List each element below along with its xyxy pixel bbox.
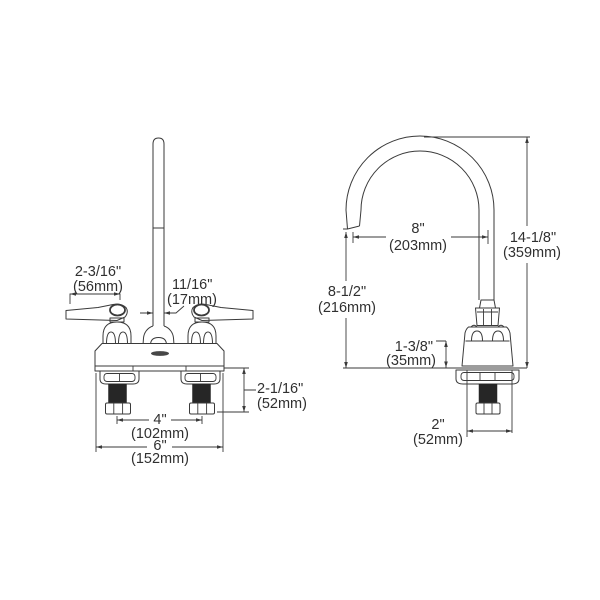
front-deck-plate-notches bbox=[132, 366, 187, 371]
side-nut bbox=[475, 402, 501, 415]
dim-overall-height-inches: 14-1/8" bbox=[510, 230, 556, 246]
dim-handle-spread: 4" (102mm) bbox=[116, 412, 203, 442]
dim-base-height: 1-3/8" (35mm) bbox=[386, 339, 448, 369]
dim-overall-height: 14-1/8" (359mm) bbox=[424, 136, 561, 368]
handle-left bbox=[65, 303, 132, 345]
side-gooseneck-inner bbox=[360, 150, 480, 211]
side-riser-pipe bbox=[478, 210, 495, 300]
brand-mark bbox=[151, 351, 169, 356]
dim-base-depth-inches: 2" bbox=[431, 417, 444, 433]
front-deck-plate bbox=[94, 365, 225, 372]
dim-spout-diameter: 11/16" (17mm) bbox=[140, 277, 217, 315]
handle-left-bonnet bbox=[102, 321, 132, 344]
dim-below-deck-height-inches: 2-1/16" bbox=[257, 381, 303, 397]
front-nut-right bbox=[189, 402, 215, 415]
dim-base-width-mm: (152mm) bbox=[131, 451, 189, 467]
side-shank bbox=[478, 383, 498, 404]
dim-handle-length: 2-3/16" (56mm) bbox=[69, 264, 123, 304]
side-body-bell bbox=[461, 324, 514, 367]
front-shank-left bbox=[108, 383, 127, 404]
front-shank-right bbox=[192, 383, 211, 404]
dim-base-depth-mm: (52mm) bbox=[413, 432, 463, 448]
side-coupling-nut bbox=[475, 299, 500, 326]
side-view bbox=[343, 135, 527, 415]
dim-base-height-inches: 1-3/8" bbox=[395, 339, 433, 355]
dim-spout-height: 8-1/2" (216mm) bbox=[318, 232, 376, 368]
front-view bbox=[65, 137, 254, 415]
dim-base-width: 6" (152mm) bbox=[95, 373, 224, 467]
dim-handle-length-mm: (56mm) bbox=[73, 279, 123, 295]
dim-overall-height-mm: (359mm) bbox=[503, 245, 561, 261]
handle-left-bonnet-arches bbox=[106, 331, 128, 345]
dim-spout-height-inches: 8-1/2" bbox=[328, 284, 366, 300]
dim-spout-reach-mm: (203mm) bbox=[389, 238, 447, 254]
dim-spout-reach: 8" (203mm) bbox=[352, 221, 489, 254]
dim-spout-height-mm: (216mm) bbox=[318, 300, 376, 316]
dim-base-height-mm: (35mm) bbox=[386, 353, 436, 369]
side-spout-tip bbox=[343, 209, 362, 230]
dim-handle-spread-mm: (102mm) bbox=[131, 426, 189, 442]
front-spout-pipe bbox=[152, 137, 165, 327]
handle-left-knob bbox=[109, 303, 126, 317]
dim-below-deck-height-mm: (52mm) bbox=[257, 396, 307, 412]
dim-spout-diameter-inches: 11/16" bbox=[172, 277, 212, 293]
front-nut-left bbox=[105, 402, 131, 415]
front-spout-base bbox=[142, 325, 175, 346]
dim-below-deck-height: 2-1/16" (52mm) bbox=[217, 367, 307, 413]
dim-spout-reach-inches: 8" bbox=[411, 221, 424, 237]
front-flange-right bbox=[180, 370, 221, 385]
side-gooseneck-outer bbox=[345, 135, 495, 211]
dim-base-depth: 2" (52mm) bbox=[413, 370, 513, 448]
dim-spout-diameter-mm: (17mm) bbox=[167, 292, 217, 308]
dim-base-width-inches: 6" bbox=[153, 438, 166, 454]
front-flange-left bbox=[99, 370, 140, 385]
dim-handle-length-inches: 2-3/16" bbox=[75, 264, 121, 280]
dim-handle-spread-inches: 4" bbox=[153, 412, 166, 428]
